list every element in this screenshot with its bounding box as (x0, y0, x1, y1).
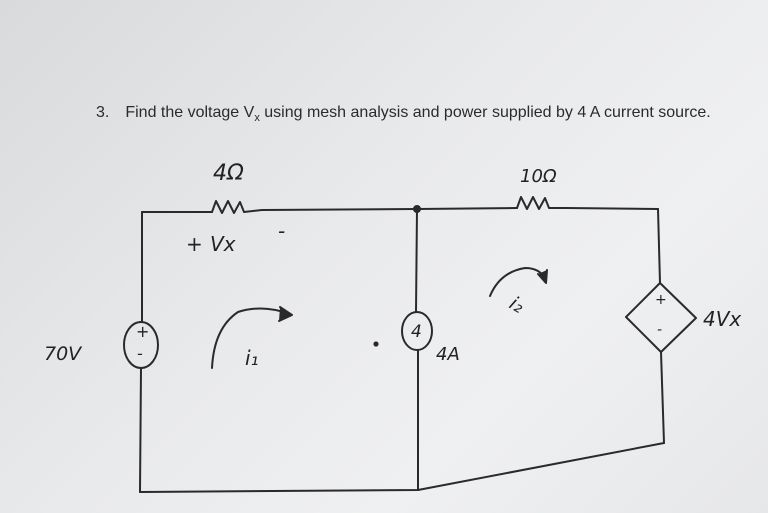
wire-top-middle (261, 208, 417, 211)
resistor-10ohm (516, 196, 567, 210)
question-text: 3. Find the voltage Vx using mesh analysi… (96, 104, 711, 124)
stray-dot (373, 341, 379, 347)
mesh1-label: i₁ (245, 346, 259, 370)
wire-bottom (139, 442, 665, 493)
mesh2-arrowhead (537, 269, 548, 284)
dependent-source-minus: - (657, 322, 662, 338)
voltage-source-70v (123, 321, 159, 369)
dependent-voltage-source (625, 282, 697, 353)
wire-top-right-b (565, 207, 659, 210)
wire-right-upper (657, 208, 661, 284)
dependent-source-plus: + (655, 292, 667, 308)
question-text-start: Find the voltage V (125, 104, 255, 121)
vx-minus-label: - (278, 219, 285, 243)
wire-middle-upper (415, 208, 418, 313)
current-source-label: 4A (436, 344, 460, 365)
current-source-4a (401, 311, 433, 351)
mesh1-arrowhead (278, 306, 293, 322)
vx-subscript: x (254, 112, 260, 125)
question-number: 3. (96, 104, 110, 121)
vx-label: Vx (210, 232, 236, 256)
mesh2-label: i₂ (506, 292, 528, 318)
question-text-end: using mesh analysis and power supplied b… (259, 104, 711, 121)
source-minus: - (137, 344, 143, 363)
wire-left-lower (139, 367, 142, 493)
r2-label: 10Ω (520, 166, 557, 187)
dependent-source-label: 4Vx (703, 307, 741, 331)
wire-top-right-a (416, 207, 518, 210)
source-voltage-label: 70V (44, 343, 83, 365)
current-source-value: 4 (411, 322, 422, 342)
resistor-4ohm (211, 200, 263, 214)
mesh1-arrow (211, 307, 291, 369)
wire-right-lower (660, 351, 665, 444)
r1-label: 4Ω (213, 161, 244, 186)
vx-plus-label: + (186, 232, 203, 256)
source-plus: + (136, 322, 149, 341)
